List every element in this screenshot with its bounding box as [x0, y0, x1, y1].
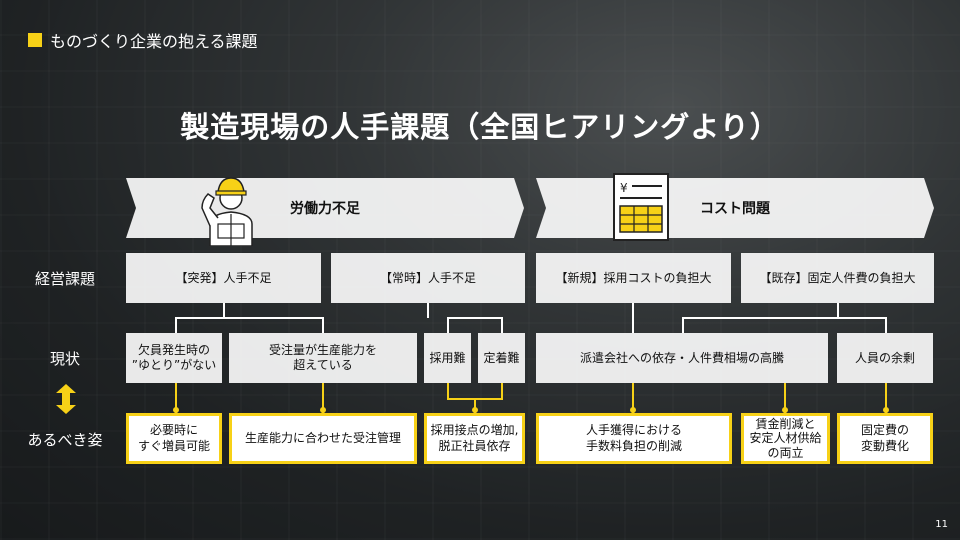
connector-line	[223, 303, 225, 318]
category-label: 労働力不足	[290, 201, 360, 217]
row-label-ideal: あるべき姿	[27, 431, 103, 449]
current-state-box: 派遣会社への依存・人件費相場の高騰	[536, 333, 828, 383]
connector-line	[175, 317, 177, 333]
connector-line	[447, 317, 502, 319]
connector-line	[682, 317, 684, 333]
connector-line	[427, 303, 429, 318]
yellow-connector	[632, 383, 634, 413]
connector-line	[632, 303, 634, 333]
page-number: 11	[935, 519, 948, 530]
management-issue-box: 【新規】採用コストの負担大	[536, 253, 731, 303]
yellow-connector	[447, 383, 449, 399]
svg-text:¥: ¥	[620, 181, 628, 195]
connector-line	[322, 317, 324, 333]
management-issue-box: 【既存】固定人件費の負担大	[741, 253, 934, 303]
section-title-text: ものづくり企業の抱える課題	[50, 32, 258, 51]
row-label-management: 経営課題	[34, 270, 95, 288]
current-state-box: 受注量が生産能力を 超えている	[229, 333, 417, 383]
connector-line	[447, 317, 449, 333]
page-title: 製造現場の人手課題（全国ヒアリングより）	[180, 110, 780, 144]
connector-line	[682, 317, 886, 319]
yellow-connector	[322, 383, 324, 413]
yellow-connector	[474, 398, 476, 413]
yellow-square-icon	[28, 33, 42, 47]
invoice-icon: ¥	[612, 172, 670, 242]
worker-icon	[196, 168, 266, 246]
yellow-connector	[175, 383, 177, 413]
current-state-box: 採用難	[424, 333, 471, 383]
ideal-state-box: 採用接点の増加, 脱正社員依存	[424, 413, 525, 464]
management-issue-box: 【常時】人手不足	[331, 253, 525, 303]
ideal-state-box: 必要時に すぐ増員可能	[126, 413, 222, 464]
yellow-connector	[784, 383, 786, 413]
category-labor-shortage: 労働力不足	[126, 178, 524, 238]
ideal-state-box: 固定費の 変動費化	[837, 413, 933, 464]
connector-line	[837, 303, 839, 318]
up-down-arrow-icon	[56, 384, 76, 414]
ideal-state-box: 生産能力に合わせた受注管理	[229, 413, 417, 464]
yellow-connector	[885, 383, 887, 413]
connector-line	[885, 317, 887, 333]
section-title: ものづくり企業の抱える課題	[28, 28, 258, 52]
current-state-box: 人員の余剰	[837, 333, 933, 383]
ideal-state-box: 人手獲得における 手数料負担の削減	[536, 413, 732, 464]
category-label: コスト問題	[700, 201, 770, 217]
current-state-box: 欠員発生時の ”ゆとり”がない	[126, 333, 222, 383]
ideal-state-box: 賃金削減と 安定人材供給 の両立	[741, 413, 830, 464]
management-issue-box: 【突発】人手不足	[126, 253, 321, 303]
row-label-current: 現状	[49, 350, 80, 368]
connector-line	[175, 317, 323, 319]
connector-line	[501, 317, 503, 333]
yellow-connector	[501, 383, 503, 399]
category-cost-issue: コスト問題	[536, 178, 934, 238]
current-state-box: 定着難	[478, 333, 525, 383]
